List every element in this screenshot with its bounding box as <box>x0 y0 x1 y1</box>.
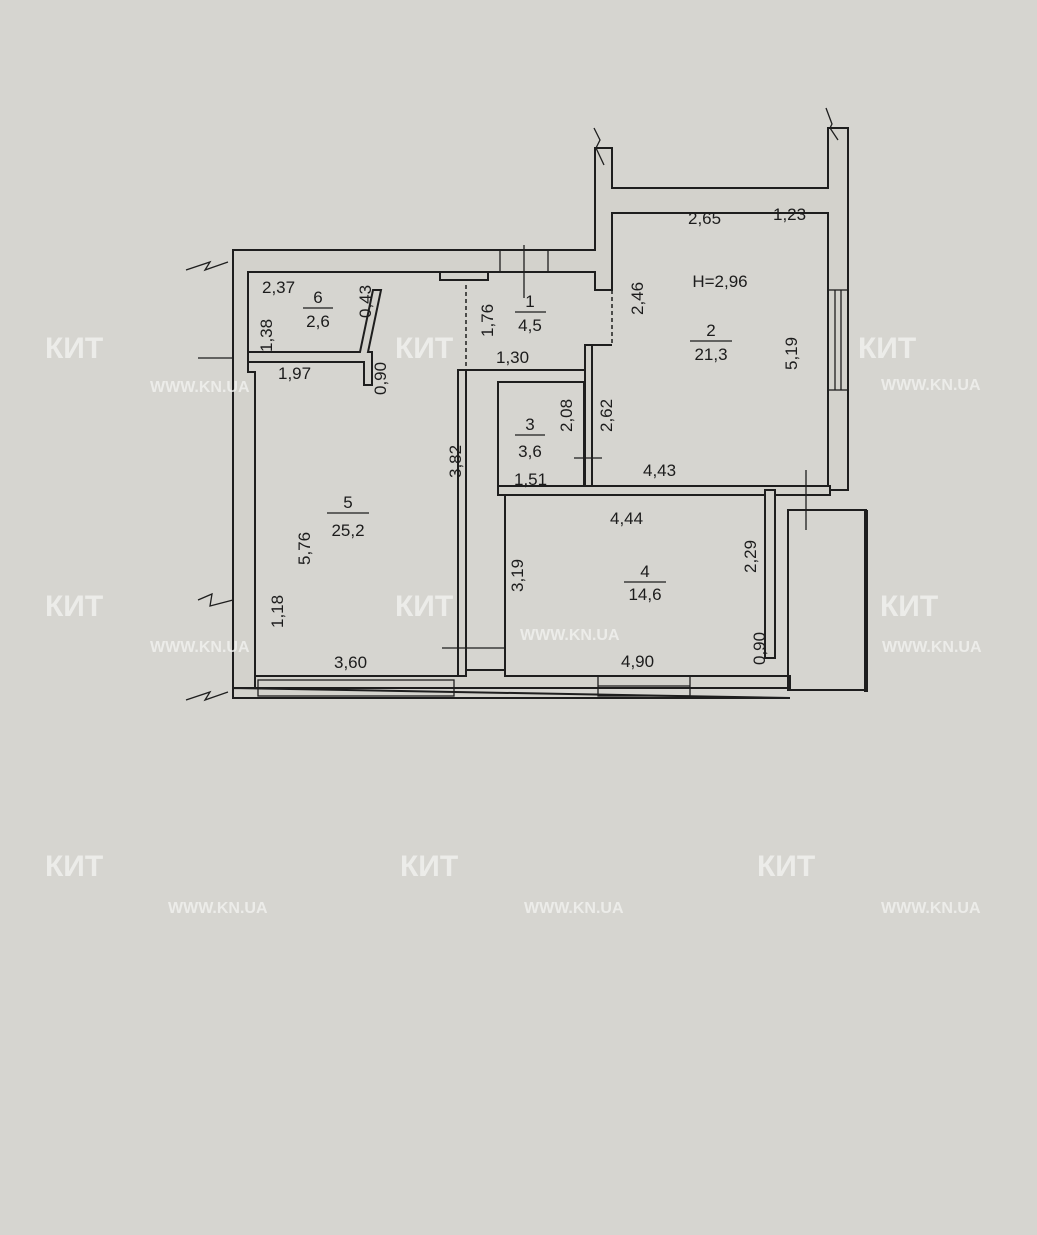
svg-text:КИТ: КИТ <box>858 332 916 365</box>
svg-text:4,5: 4,5 <box>518 316 542 335</box>
svg-text:1: 1 <box>525 292 534 311</box>
svg-text:0,43: 0,43 <box>356 285 375 318</box>
svg-text:4,43: 4,43 <box>643 461 676 480</box>
svg-text:КИТ: КИТ <box>880 590 938 623</box>
svg-text:WWW.KN.UA: WWW.KN.UA <box>524 900 624 917</box>
svg-text:3,60: 3,60 <box>334 653 367 672</box>
svg-text:3,6: 3,6 <box>518 442 542 461</box>
svg-text:WWW.KN.UA: WWW.KN.UA <box>881 377 981 394</box>
svg-text:2: 2 <box>706 321 715 340</box>
dimensions: 2,37 1,38 0,43 0,90 1,97 5,76 1,18 3,60 … <box>257 205 806 672</box>
watermarks: КИТ WWW.KN.UA КИТ WWW.KN.UA КИТ WWW.KN.UA К… <box>45 332 982 917</box>
balcony <box>787 509 867 691</box>
svg-text:2,29: 2,29 <box>741 540 760 573</box>
svg-text:2,37: 2,37 <box>262 278 295 297</box>
break-marks <box>185 107 839 702</box>
svg-text:WWW.KN.UA: WWW.KN.UA <box>150 379 250 396</box>
svg-text:4,44: 4,44 <box>610 509 643 528</box>
svg-text:2,46: 2,46 <box>628 282 647 315</box>
room-2-label: 221,3 <box>690 321 732 364</box>
room-6-label: 62,6 <box>303 288 333 331</box>
svg-text:2,6: 2,6 <box>306 312 330 331</box>
watermark: КИТ WWW.KN.UA <box>858 332 981 394</box>
svg-text:3: 3 <box>525 415 534 434</box>
svg-text:2,65: 2,65 <box>688 209 721 228</box>
svg-text:1,18: 1,18 <box>268 595 287 628</box>
watermark: КИТ WWW.KN.UA <box>757 850 981 917</box>
watermark: КИТ WWW.KN.UA <box>395 590 620 644</box>
svg-text:1,30: 1,30 <box>496 348 529 367</box>
svg-text:25,2: 25,2 <box>331 521 364 540</box>
svg-text:4: 4 <box>640 562 649 581</box>
svg-text:2,62: 2,62 <box>597 399 616 432</box>
svg-text:1,97: 1,97 <box>278 364 311 383</box>
windows <box>257 245 849 697</box>
room-3-label: 33,6 <box>515 415 545 461</box>
room-5-label: 525,2 <box>327 493 369 540</box>
watermark: КИТ WWW.KN.UA <box>400 850 624 917</box>
svg-text:КИТ: КИТ <box>45 332 103 365</box>
svg-text:КИТ: КИТ <box>45 590 103 623</box>
ceiling-height: H=2,96 <box>692 272 747 291</box>
svg-text:5,76: 5,76 <box>295 532 314 565</box>
svg-text:4,90: 4,90 <box>621 652 654 671</box>
svg-text:3,82: 3,82 <box>446 445 465 478</box>
svg-text:0,90: 0,90 <box>750 632 769 665</box>
svg-text:1,38: 1,38 <box>257 319 276 352</box>
watermark: КИТ WWW.KN.UA <box>45 332 250 396</box>
svg-text:КИТ: КИТ <box>395 332 453 365</box>
svg-text:WWW.KN.UA: WWW.KN.UA <box>882 639 982 656</box>
svg-text:21,3: 21,3 <box>694 345 727 364</box>
svg-text:1,76: 1,76 <box>478 304 497 337</box>
svg-text:КИТ: КИТ <box>400 850 458 883</box>
svg-text:6: 6 <box>313 288 322 307</box>
walls <box>185 107 868 702</box>
svg-text:WWW.KN.UA: WWW.KN.UA <box>881 900 981 917</box>
room-labels: 62,6 14,5 221,3 33,6 414,6 525,2 H=2,96 <box>303 272 748 604</box>
svg-text:КИТ: КИТ <box>757 850 815 883</box>
watermark: КИТ WWW.KN.UA <box>45 590 250 656</box>
svg-text:5: 5 <box>343 493 352 512</box>
svg-text:3,19: 3,19 <box>508 559 527 592</box>
svg-text:0,90: 0,90 <box>371 362 390 395</box>
svg-text:1,23: 1,23 <box>773 205 806 224</box>
watermark: КИТ WWW.KN.UA <box>45 850 268 917</box>
svg-text:КИТ: КИТ <box>45 850 103 883</box>
room-1-label: 14,5 <box>515 292 546 335</box>
watermark: КИТ WWW.KN.UA <box>880 590 982 656</box>
svg-text:КИТ: КИТ <box>395 590 453 623</box>
svg-text:14,6: 14,6 <box>628 585 661 604</box>
svg-text:5,19: 5,19 <box>782 337 801 370</box>
svg-text:WWW.KN.UA: WWW.KN.UA <box>520 627 620 644</box>
svg-text:WWW.KN.UA: WWW.KN.UA <box>168 900 268 917</box>
svg-text:1,51: 1,51 <box>514 470 547 489</box>
room-4-label: 414,6 <box>624 562 666 604</box>
svg-text:2,08: 2,08 <box>557 399 576 432</box>
svg-text:WWW.KN.UA: WWW.KN.UA <box>150 639 250 656</box>
